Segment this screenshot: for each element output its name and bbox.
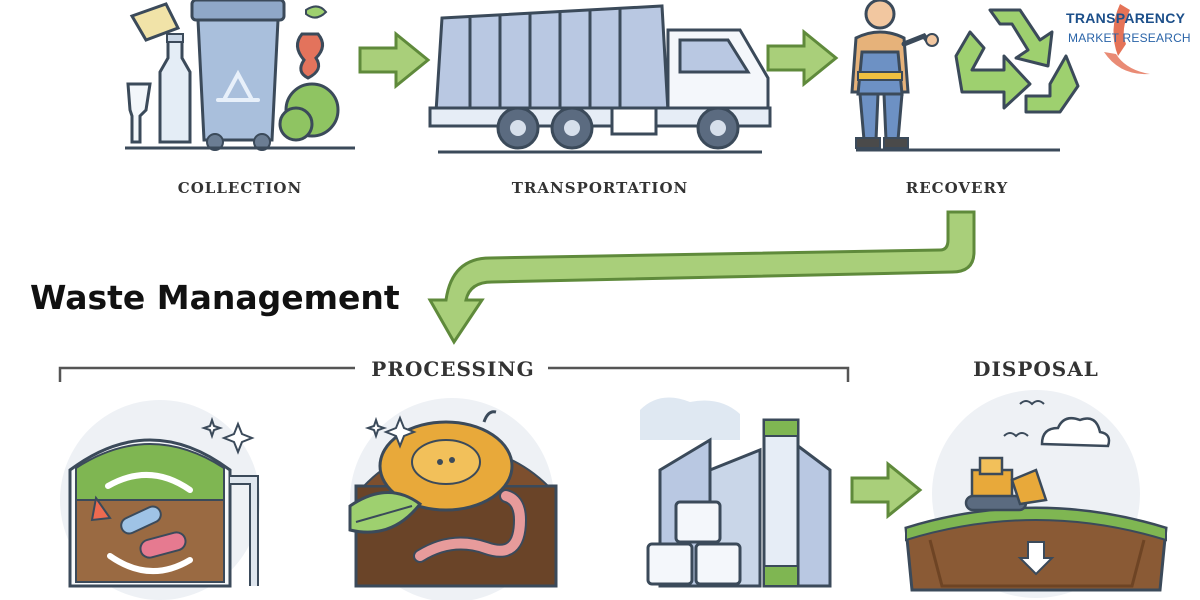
stage-label-recovery: RECOVERY <box>906 179 1008 197</box>
bulldozer-icon <box>964 456 1048 512</box>
compost-illustration <box>348 398 558 600</box>
garbage-truck-icon <box>428 4 772 154</box>
recovery-illustration <box>850 0 1080 152</box>
brand-subtitle: MARKET RESEARCH <box>1068 31 1191 45</box>
landfill-illustration <box>904 390 1168 598</box>
brand-name: TRANSPARENCY <box>1066 10 1186 26</box>
anaerobic-digester-illustration <box>60 400 260 600</box>
stage-label-processing: PROCESSING <box>371 357 534 381</box>
recycle-symbol-icon <box>954 8 1080 114</box>
bird-icon <box>1003 400 1045 438</box>
stage-label-collection: COLLECTION <box>178 179 302 197</box>
factory-icon <box>640 397 832 588</box>
flow-arrow-recovery-to-processing <box>427 210 976 345</box>
cloud-icon <box>1040 417 1111 448</box>
sparkle-icon <box>200 416 255 455</box>
processing-bracket <box>58 366 850 382</box>
flow-arrow-transport-to-recovery <box>766 28 839 88</box>
recycle-bin-icon <box>190 0 286 151</box>
stage-label-transportation: TRANSPORTATION <box>512 179 688 197</box>
stage-label-disposal: DISPOSAL <box>973 357 1099 381</box>
page-title: Waste Management <box>30 278 400 317</box>
collection-illustration <box>125 0 355 151</box>
flow-arrow-collection-to-transport <box>358 30 431 90</box>
brand-logo: TRANSPARENCY MARKET RESEARCH <box>1060 0 1200 82</box>
flow-arrow-processing-to-disposal <box>850 460 923 520</box>
leaf-icon <box>348 491 423 534</box>
brand-swoosh-icon <box>1104 4 1150 75</box>
